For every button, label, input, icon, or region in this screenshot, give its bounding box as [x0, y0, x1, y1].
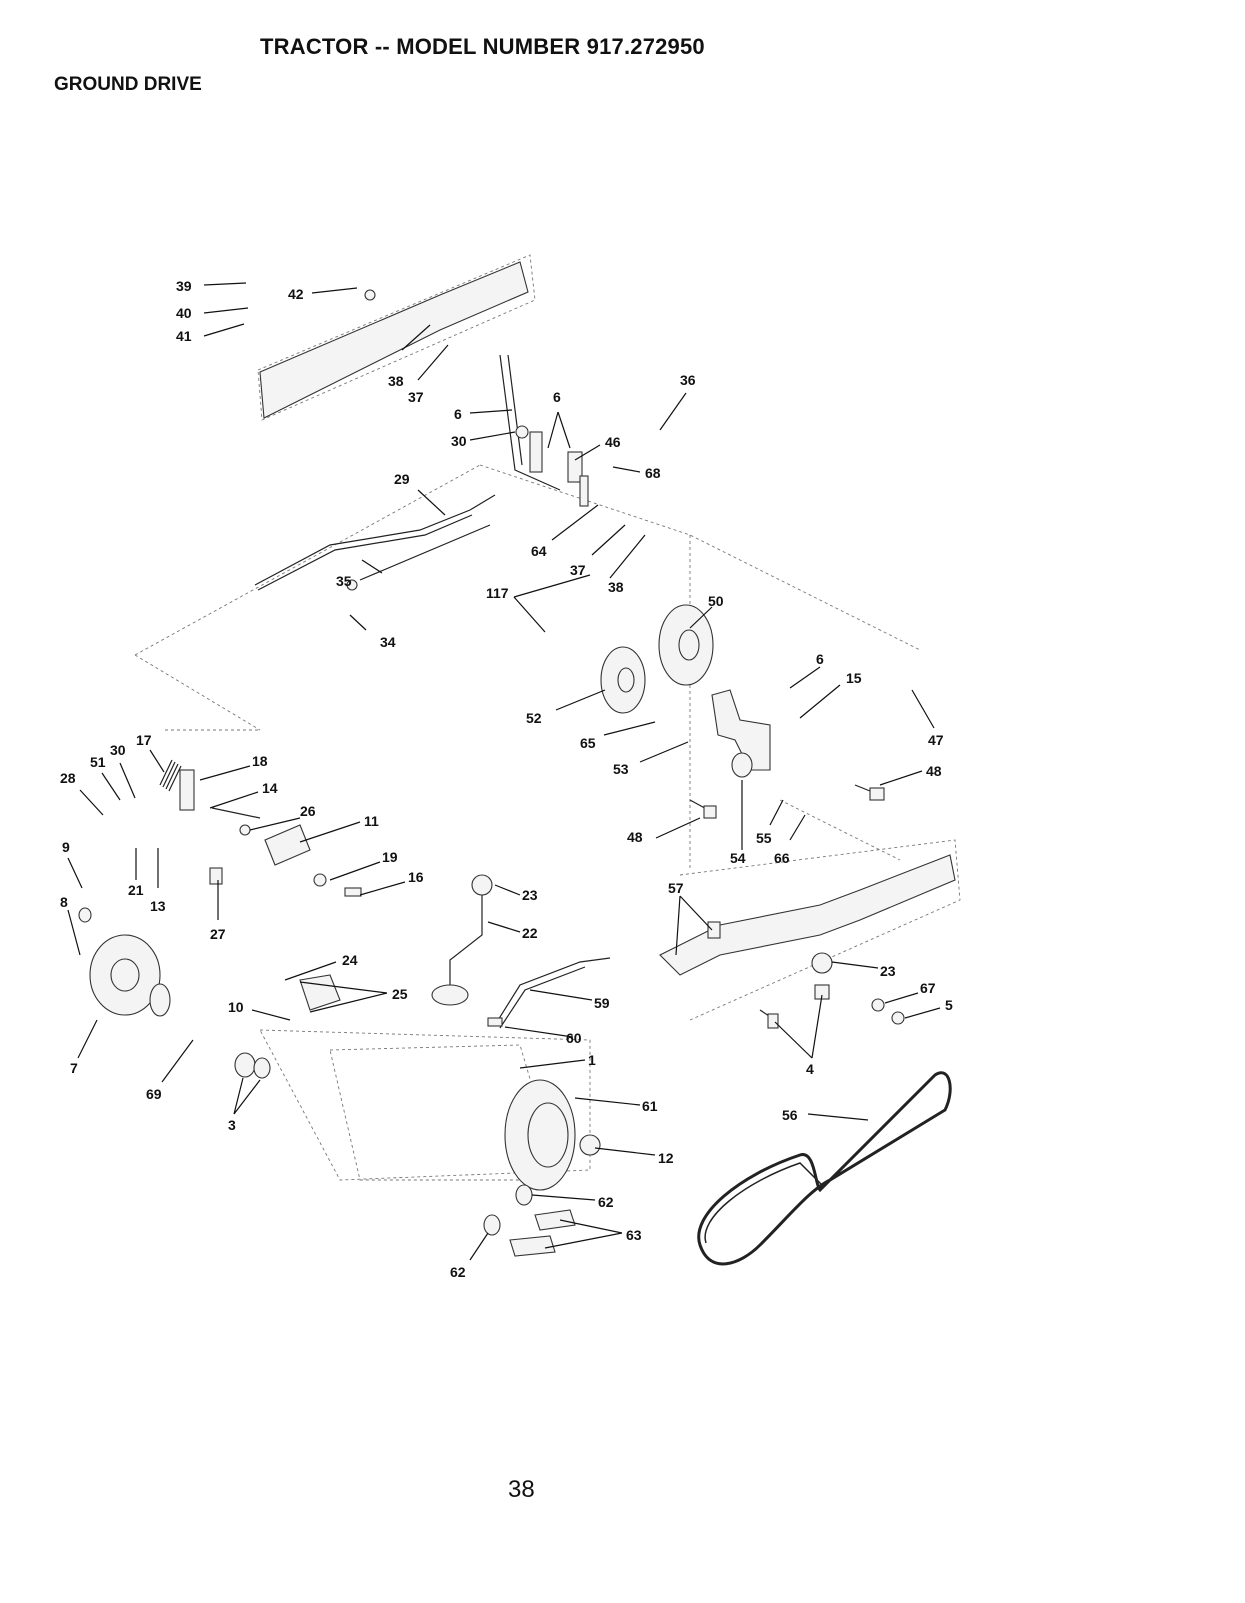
callout-27: 27: [210, 926, 226, 942]
callout-68: 68: [645, 465, 661, 481]
callout-28: 28: [60, 770, 76, 786]
callout-62: 62: [598, 1194, 614, 1210]
spring-17: [160, 760, 181, 791]
callout-64: 64: [531, 543, 547, 559]
callout-41: 41: [176, 328, 192, 344]
callout-35: 35: [336, 573, 352, 589]
frame-bracket-right: [660, 855, 955, 1028]
callout-56: 56: [782, 1107, 798, 1123]
callout-11: 11: [364, 813, 379, 829]
callout-46: 46: [605, 434, 621, 450]
callout-15: 15: [846, 670, 862, 686]
callout-30: 30: [451, 433, 467, 449]
callout-6: 6: [553, 389, 561, 405]
leader-lines: [68, 283, 940, 1260]
callout-59: 59: [594, 995, 610, 1011]
callout-6: 6: [454, 406, 462, 422]
callout-7: 7: [70, 1060, 78, 1076]
callout-39: 39: [176, 278, 192, 294]
callout-29: 29: [394, 471, 410, 487]
callout-5: 5: [945, 997, 953, 1013]
callout-37: 37: [570, 562, 586, 578]
callout-48: 48: [926, 763, 942, 779]
callout-25: 25: [392, 986, 408, 1002]
callout-66: 66: [774, 850, 790, 866]
callout-14: 14: [262, 780, 278, 796]
callout-51: 51: [90, 754, 106, 770]
axle-hub-left: [79, 908, 170, 1016]
callout-36: 36: [680, 372, 696, 388]
callout-3: 3: [228, 1117, 236, 1133]
callout-62: 62: [450, 1264, 466, 1280]
callout-8: 8: [60, 894, 68, 910]
callout-21: 21: [128, 882, 144, 898]
callout-69: 69: [146, 1086, 162, 1102]
callout-60: 60: [566, 1030, 582, 1046]
callout-12: 12: [658, 1150, 674, 1166]
callout-40: 40: [176, 305, 192, 321]
idler-pulleys: [601, 605, 713, 713]
callout-52: 52: [526, 710, 542, 726]
callout-26: 26: [300, 803, 316, 819]
callout-65: 65: [580, 735, 596, 751]
callout-4: 4: [806, 1061, 814, 1077]
callout-42: 42: [288, 286, 304, 302]
callout-67: 67: [920, 980, 936, 996]
callout-17: 17: [136, 732, 152, 748]
callout-54: 54: [730, 850, 746, 866]
callout-117: 117: [486, 585, 509, 601]
callout-23: 23: [880, 963, 896, 979]
callout-13: 13: [150, 898, 166, 914]
callout-38: 38: [388, 373, 404, 389]
rod-29: [255, 495, 495, 590]
idler-bracket: [712, 690, 770, 777]
callout-24: 24: [342, 952, 358, 968]
callout-50: 50: [708, 593, 724, 609]
drive-belt-56: [699, 1073, 950, 1264]
callout-53: 53: [613, 761, 629, 777]
callout-47: 47: [928, 732, 944, 748]
callout-6: 6: [816, 651, 824, 667]
rod-35: [347, 525, 490, 590]
pedal-linkage: [500, 355, 588, 506]
callout-34: 34: [380, 634, 396, 650]
callout-22: 22: [522, 925, 538, 941]
callout-37: 37: [408, 389, 424, 405]
bolts-right: [690, 785, 884, 818]
callout-18: 18: [252, 753, 268, 769]
callout-9: 9: [62, 839, 70, 855]
callout-30: 30: [110, 742, 126, 758]
page-number: 38: [508, 1476, 535, 1504]
callout-23: 23: [522, 887, 538, 903]
chassis-outline: [135, 255, 960, 1180]
callout-38: 38: [608, 579, 624, 595]
callout-19: 19: [382, 849, 398, 865]
shift-lever: [432, 875, 492, 1005]
callout-48: 48: [627, 829, 643, 845]
callout-63: 63: [626, 1227, 642, 1243]
transaxle-pulley: [505, 1080, 600, 1190]
callout-61: 61: [642, 1098, 658, 1114]
callout-1: 1: [588, 1052, 596, 1068]
callout-55: 55: [756, 830, 772, 846]
callout-10: 10: [228, 999, 244, 1015]
callout-16: 16: [408, 869, 424, 885]
callout-57: 57: [668, 880, 684, 896]
